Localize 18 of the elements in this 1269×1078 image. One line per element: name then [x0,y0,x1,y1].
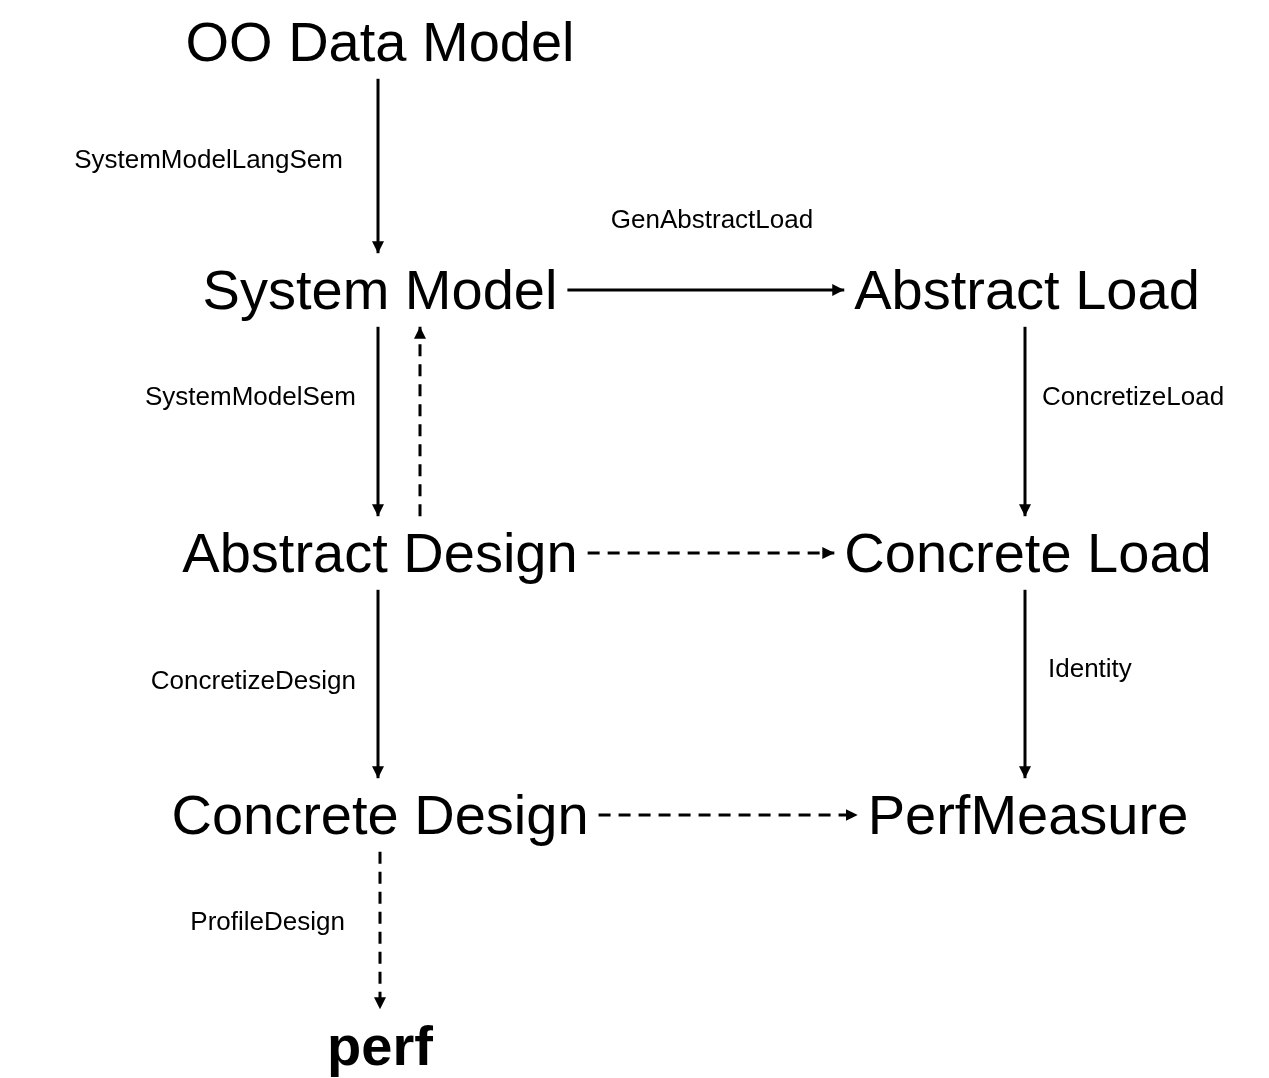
arrow [414,326,426,517]
arrow [372,326,384,517]
node-label: Abstract Load [844,253,1210,327]
arrow [372,589,384,779]
arrow [372,78,384,254]
node-label: OO Data Model [175,5,585,79]
arrow [587,547,835,559]
arrow [1019,589,1031,779]
arrow [598,809,858,821]
node-label: Concrete Design [161,778,599,852]
arrow [374,851,386,1010]
node-label: Concrete Load [834,516,1222,590]
node-label: System Model [192,253,568,327]
arrow [1019,326,1031,517]
node-label: perf [317,1009,443,1078]
node-label: PerfMeasure [857,778,1199,852]
arrow [567,284,845,296]
node-label: Abstract Design [172,516,588,590]
